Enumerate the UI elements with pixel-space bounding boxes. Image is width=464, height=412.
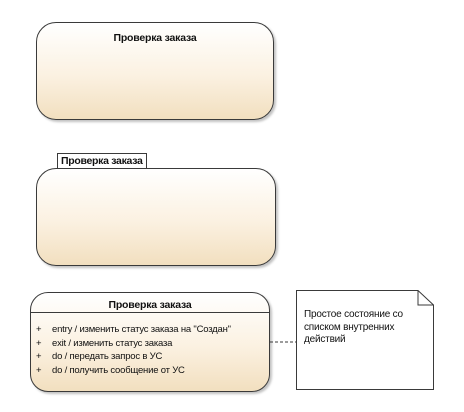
activity-text: entry / изменить статус заказа на "Созда… (52, 324, 231, 335)
activity-item: + do / передать запрос в УС (36, 350, 265, 364)
note-shape (296, 290, 434, 390)
activity-item: + do / получить сообщение от УС (36, 364, 265, 378)
state-title: Проверка заказа (108, 299, 192, 311)
note[interactable]: Простое состояние со списком внутренних … (296, 290, 434, 390)
activity-item: + entry / изменить статус заказа на "Соз… (36, 323, 265, 337)
plus-marker: + (36, 364, 42, 376)
note-text: Простое состояние со списком внутренних … (304, 309, 403, 345)
compartment-divider (31, 312, 269, 313)
state-check-order-1[interactable]: Проверка заказа (36, 22, 274, 120)
plus-marker: + (36, 324, 42, 335)
state-title: Проверка заказа (113, 32, 197, 44)
plus-marker: + (36, 337, 42, 349)
activity-text: do / передать запрос в УС (52, 351, 163, 362)
internal-activities-list: + entry / изменить статус заказа на "Соз… (36, 323, 265, 377)
plus-marker: + (36, 351, 42, 362)
activity-item: + exit / изменить статус заказа (36, 337, 265, 351)
state-check-order-2[interactable] (36, 168, 276, 266)
state-check-order-3[interactable]: Проверка заказа + entry / изменить стату… (30, 292, 270, 392)
activity-text: exit / изменить статус заказа (52, 337, 173, 349)
activity-text: do / получить сообщение от УС (52, 364, 185, 376)
